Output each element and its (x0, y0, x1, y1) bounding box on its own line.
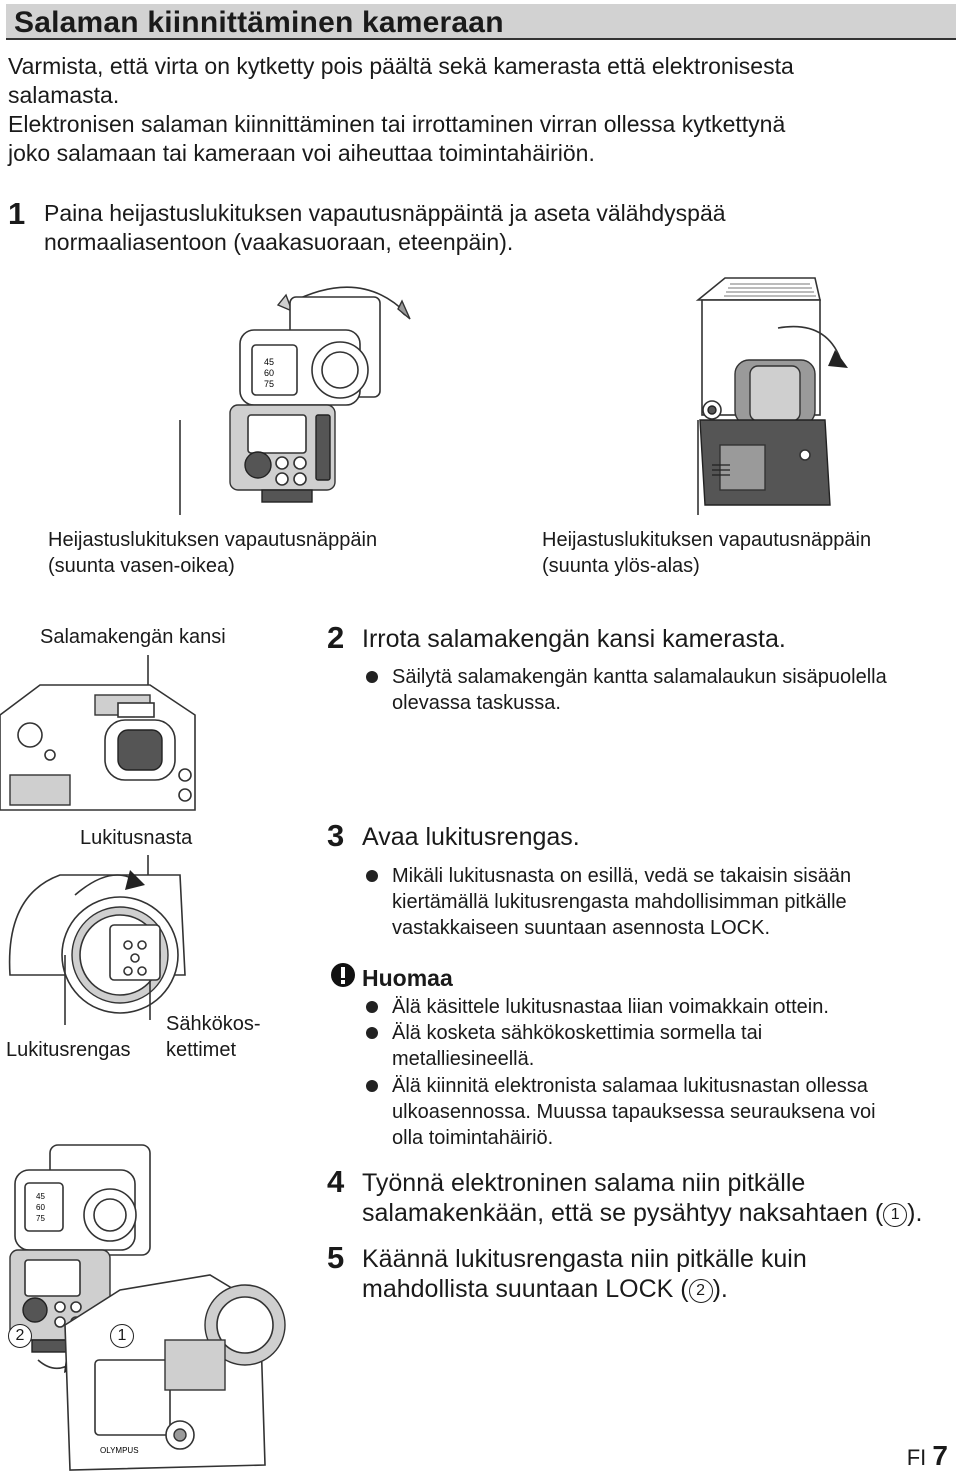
caution-bullet: Älä kosketa sähkökoskettimia sormella ta… (392, 1022, 763, 1070)
lock-ring-label: Lukitusrengas (6, 1039, 131, 1061)
bullet-icon (366, 1001, 378, 1013)
step-3-bullet: Mikäli lukitusnasta on esillä, vedä se t… (392, 865, 852, 939)
step-4-text: Työnnä elektroninen salama niin pitkälle… (362, 1169, 923, 1227)
caption-left-right: Heijastuslukituksen vapautusnäppäin (suu… (48, 529, 378, 577)
step-line: normaaliasentoon (vaakasuoraan, eteenpäi… (44, 229, 514, 255)
step-5-text: Käännä lukitusrengasta niin pitkälle kui… (362, 1245, 807, 1303)
bullet-icon (366, 1027, 378, 1039)
scale-label: 75 (36, 1214, 45, 1223)
page-title: Salaman kiinnittäminen kameraan (14, 6, 504, 39)
circled-marker: 2 (688, 1279, 713, 1303)
figure-marker-1: 1 (110, 1324, 134, 1348)
scale-label: 60 (264, 368, 274, 378)
caution-heading: Huomaa (362, 965, 453, 991)
step-line: Paina heijastuslukituksen vapautusnäppäi… (44, 200, 726, 226)
camera-shoe-cover-illustration (0, 655, 196, 811)
page-footer: FI 7 (907, 1440, 948, 1472)
flash-attach-illustration: 45 60 75 OLYMPUS (9, 1144, 286, 1471)
lock-pin-label: Lukitusnasta (80, 827, 193, 849)
flash-left-right-illustration: 45 60 75 (179, 286, 411, 515)
bullet-icon (366, 1080, 378, 1092)
caption-up-down: Heijastuslukituksen vapautusnäppäin (suu… (542, 529, 872, 577)
bullet-icon (366, 870, 378, 882)
caution-bullet: Älä kiinnitä elektronista salamaa lukitu… (392, 1075, 876, 1149)
lock-ring-illustration (8, 855, 186, 1025)
intro-line: Varmista, että virta on kytketty pois pä… (8, 53, 794, 79)
figure-marker-2: 2 (8, 1324, 32, 1348)
step-number: 3 (327, 818, 345, 853)
step-number: 2 (327, 620, 345, 655)
step-1-text: Paina heijastuslukituksen vapautusnäppäi… (44, 199, 726, 257)
scale-label: 45 (264, 357, 274, 367)
scale-label: 60 (36, 1203, 45, 1212)
step-3-text: Avaa lukitusrengas. (362, 823, 580, 851)
camera-brand-label: OLYMPUS (100, 1446, 139, 1455)
scale-label: 75 (264, 379, 274, 389)
scale-label: 45 (36, 1192, 45, 1201)
shoe-cover-label: Salamakengän kansi (40, 626, 226, 648)
bullet-icon (366, 671, 378, 683)
step-number: 5 (327, 1240, 345, 1275)
step-number: 1 (8, 196, 26, 231)
page-number: 7 (932, 1440, 948, 1471)
intro-paragraph: Varmista, että virta on kytketty pois pä… (8, 52, 794, 168)
step-2-bullet: Säilytä salamakengän kantta salamalaukun… (392, 666, 887, 714)
circled-marker: 1 (883, 1203, 908, 1227)
exclamation-circle-icon (331, 963, 355, 987)
intro-line: salamasta. (8, 82, 120, 108)
language-code: FI (906, 1445, 927, 1470)
caution-bullet: Älä käsittele lukitusnastaa liian voimak… (392, 996, 829, 1018)
step-number: 4 (327, 1164, 345, 1199)
flash-up-down-illustration (695, 277, 848, 515)
intro-line: Elektronisen salaman kiinnittäminen tai … (8, 111, 786, 137)
contacts-label: Sähkökos- kettimet (166, 1013, 261, 1061)
step-2-text: Irrota salamakengän kansi kamerasta. (362, 625, 786, 653)
intro-line: joko salamaan tai kameraan voi aiheuttaa… (8, 140, 595, 166)
title-bar: Salaman kiinnittäminen kameraan (6, 4, 956, 40)
